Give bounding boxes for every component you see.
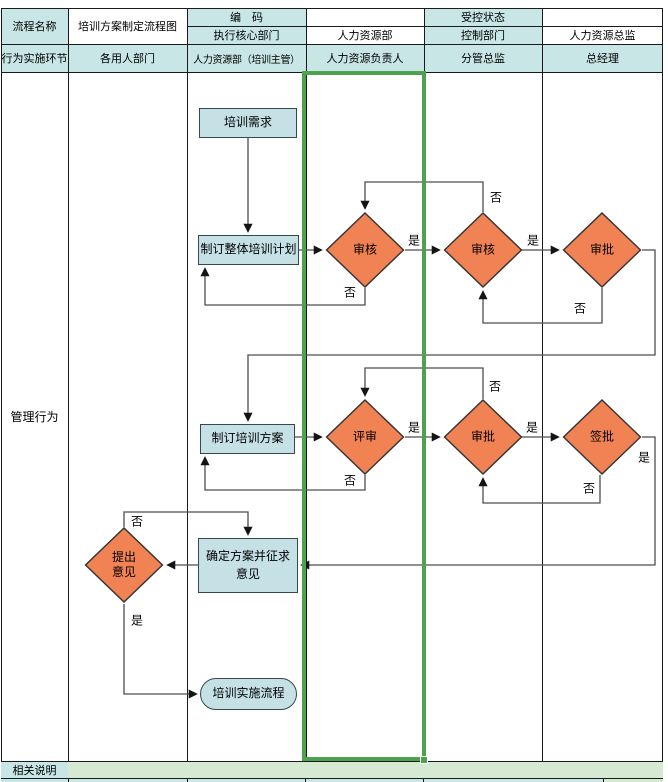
bottom-strip-divider bbox=[423, 779, 424, 782]
branch-label-no: 否 bbox=[573, 301, 587, 316]
decision-review-2[interactable]: 审核 bbox=[443, 212, 523, 288]
shape-implementation-process[interactable]: 培训实施流程 bbox=[200, 678, 297, 710]
lane-header-departments: 各用人部门 bbox=[68, 44, 187, 72]
decision-evaluate-label: 评审 bbox=[352, 429, 378, 444]
lane-header-hr-supervisor: 人力资源部（培训主管） bbox=[187, 44, 306, 72]
decision-approve-2[interactable]: 审批 bbox=[443, 399, 523, 475]
shape-training-need[interactable]: 培训需求 bbox=[199, 108, 297, 138]
branch-label-no: 否 bbox=[489, 190, 503, 205]
lane-header-director: 分管总监 bbox=[424, 44, 542, 72]
bottom-strip-divider bbox=[603, 779, 604, 782]
cell-control-dept-label: 控制部门 bbox=[424, 26, 542, 44]
decision-sign[interactable]: 签批 bbox=[562, 399, 642, 475]
cell-control-dept-value: 人力资源总监 bbox=[542, 26, 663, 44]
decision-review-1-label: 审核 bbox=[352, 242, 378, 257]
grid-v187 bbox=[187, 8, 188, 761]
branch-label-no: 否 bbox=[343, 473, 357, 488]
branch-label-yes: 是 bbox=[637, 450, 651, 465]
lane-header-hr-manager: 人力资源负责人 bbox=[306, 44, 424, 72]
cell-status-label: 受控状态 bbox=[424, 8, 542, 26]
connector-sign-yes-to-confirm bbox=[300, 436, 656, 570]
grid-right bbox=[662, 8, 663, 782]
connector-review1-no-loop bbox=[200, 267, 366, 306]
bottom-strip-divider bbox=[305, 779, 306, 782]
connector-approve1-to-scheme bbox=[243, 249, 656, 422]
cell-process-name-value: 培训方案制定流程图 bbox=[68, 8, 187, 44]
decision-raise-opinion-label: 提出意见 bbox=[111, 550, 136, 579]
grid-h44 bbox=[1, 44, 663, 45]
connector-sign-no-loop bbox=[478, 475, 601, 504]
decision-sign-label: 签批 bbox=[589, 429, 615, 444]
decision-raise-opinion[interactable]: 提出意见 bbox=[84, 527, 164, 603]
shape-training-scheme-label: 制订培训方案 bbox=[211, 431, 284, 446]
branch-label-no: 否 bbox=[582, 481, 596, 496]
bottom-strip-divider bbox=[68, 779, 69, 782]
shape-training-scheme[interactable]: 制订培训方案 bbox=[200, 424, 295, 454]
connector-approve2-no-loop bbox=[360, 367, 484, 399]
branch-label-yes: 是 bbox=[407, 420, 421, 435]
bottom-row-strip-blue bbox=[1, 779, 603, 782]
decision-evaluate[interactable]: 评审 bbox=[325, 399, 405, 475]
cell-stage-label: 行为实施环节 bbox=[1, 44, 68, 72]
connector-opinion-no-loop bbox=[123, 511, 253, 536]
shape-overall-plan[interactable]: 制订整体培训计划 bbox=[198, 235, 299, 265]
grid-top bbox=[1, 8, 663, 9]
grid-notes-bottom bbox=[1, 778, 663, 779]
branch-label-yes: 是 bbox=[407, 233, 421, 248]
cell-process-name-label: 流程名称 bbox=[1, 8, 68, 44]
branch-label-no: 否 bbox=[343, 285, 357, 300]
cell-code-value bbox=[306, 8, 424, 26]
cell-code-label: 编 码 bbox=[187, 8, 306, 26]
cell-exec-dept-label: 执行核心部门 bbox=[187, 26, 306, 44]
bottom-strip-divider bbox=[187, 779, 188, 782]
grid-v68 bbox=[68, 8, 69, 782]
lane-header-gm: 总经理 bbox=[542, 44, 663, 72]
shape-training-need-label: 培训需求 bbox=[223, 115, 272, 130]
grid-left bbox=[1, 8, 2, 782]
decision-review-2-label: 审核 bbox=[470, 242, 496, 257]
selection-fill-handle[interactable] bbox=[420, 756, 428, 764]
shape-overall-plan-label: 制订整体培训计划 bbox=[200, 242, 297, 257]
grid-h26 bbox=[187, 26, 663, 27]
branch-label-no: 否 bbox=[130, 514, 144, 529]
branch-label-yes: 是 bbox=[130, 613, 144, 628]
connector-evaluate-no-loop bbox=[200, 456, 366, 491]
shape-confirm-scheme[interactable]: 确定方案并征求意见 bbox=[198, 538, 298, 593]
cell-exec-dept-value: 人力资源部 bbox=[306, 26, 424, 44]
cell-status-value bbox=[542, 8, 663, 26]
grid-body-bottom bbox=[1, 761, 663, 762]
branch-label-yes: 是 bbox=[525, 420, 539, 435]
grid-v306 bbox=[306, 8, 307, 761]
body-row-label: 管理行为 bbox=[1, 72, 68, 761]
decision-approve-1-label: 审批 bbox=[589, 242, 615, 257]
connector-opinion-yes-to-end bbox=[123, 604, 198, 699]
decision-approve-2-label: 审批 bbox=[470, 429, 496, 444]
bottom-row-strip-green bbox=[603, 779, 663, 782]
branch-label-no: 否 bbox=[488, 379, 502, 394]
notes-row-label: 相关说明 bbox=[1, 762, 68, 778]
connector-approve1-no-loop bbox=[478, 288, 603, 324]
decision-review-1[interactable]: 审核 bbox=[325, 212, 405, 288]
decision-approve-1[interactable]: 审批 bbox=[562, 212, 642, 288]
notes-row-value bbox=[68, 762, 663, 778]
branch-label-yes: 是 bbox=[526, 233, 540, 248]
grid-v542 bbox=[542, 8, 543, 761]
shape-confirm-scheme-label: 确定方案并征求意见 bbox=[205, 549, 290, 581]
connector-review2-no-loop bbox=[360, 181, 484, 212]
shape-implementation-process-label: 培训实施流程 bbox=[212, 686, 285, 701]
